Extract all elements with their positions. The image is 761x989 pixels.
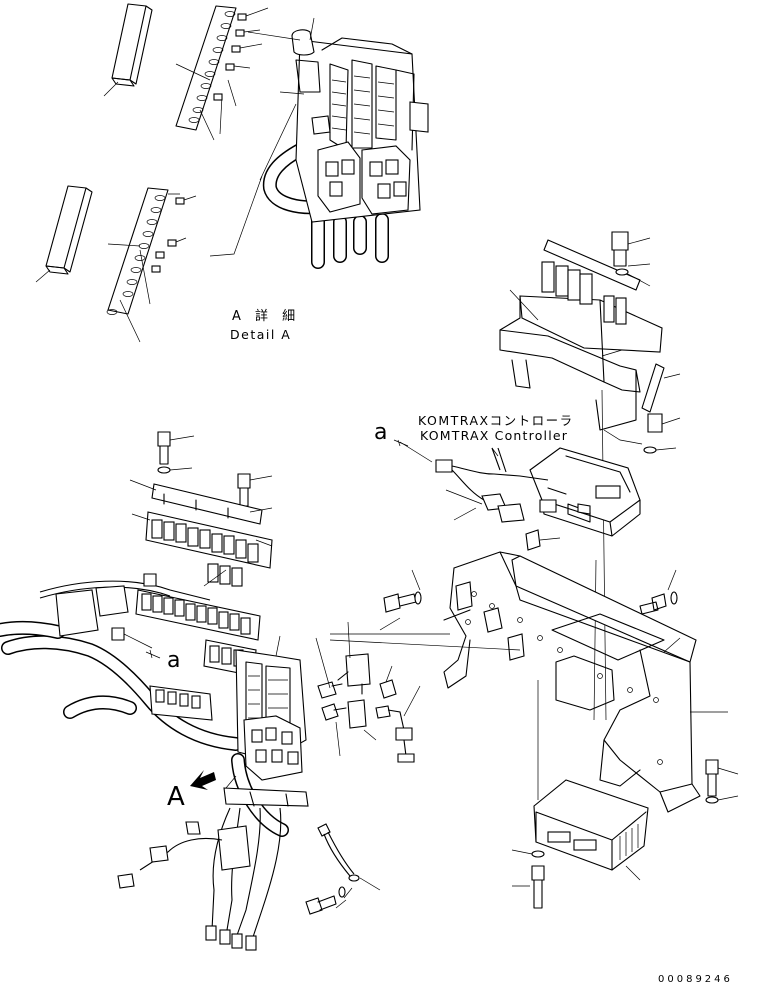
komtrax-harness: [399, 441, 591, 523]
detail-a-label-ja: A 詳 細: [232, 309, 301, 324]
arrow-tick-upper: [393, 439, 409, 447]
fuse-cover-top: [103, 3, 153, 97]
detail-a-harness-assembly: [209, 17, 429, 269]
fuse-strip-mid: [106, 187, 197, 343]
reference-a-lower: a: [167, 648, 181, 673]
komtrax-label-ja: KOMTRAXコントローラ: [418, 413, 574, 428]
view-direction-arrow-icon: [190, 770, 216, 790]
main-harness-assembly: [0, 573, 309, 951]
arrow-tick-lower: [145, 649, 161, 659]
fuse-strip-top: [175, 5, 269, 141]
detail-a-label-en: Detail A: [230, 327, 292, 342]
fuse-box-parts: [129, 431, 273, 587]
komtrax-label-en: KOMTRAX Controller: [420, 428, 569, 443]
fuse-cover-mid: [35, 185, 93, 283]
drawing-code: 00089246: [658, 974, 733, 985]
ground-cable-and-bolts: [305, 823, 381, 915]
bolts-center: [379, 569, 422, 631]
komtrax-controller: [529, 447, 641, 537]
relay-parts: [315, 621, 521, 763]
controller-bracket: [499, 231, 681, 721]
view-a-label: A: [167, 782, 185, 812]
engine-controller: [511, 680, 649, 909]
reference-a-upper: a: [374, 420, 388, 445]
bolts-right: [639, 569, 739, 804]
support-bracket: [443, 529, 728, 813]
